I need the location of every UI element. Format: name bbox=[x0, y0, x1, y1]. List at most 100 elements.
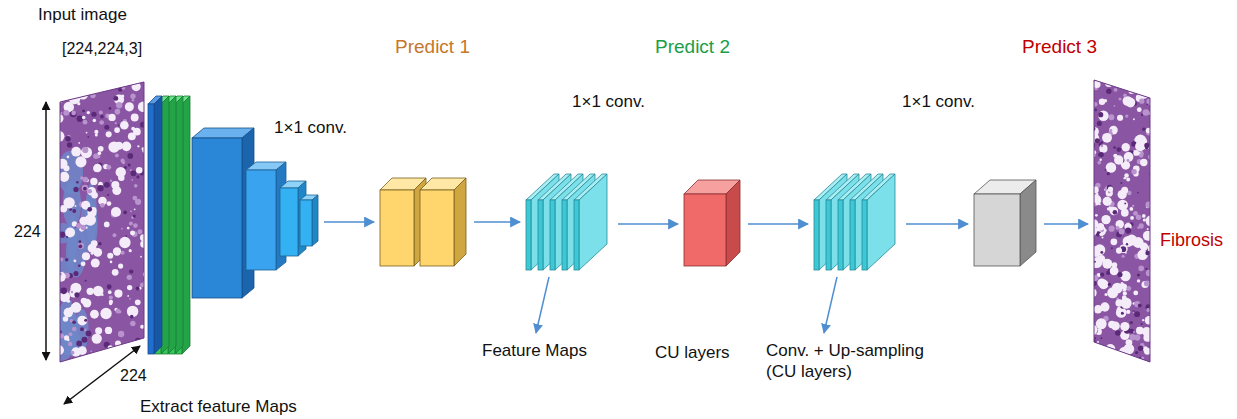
tissue-cell bbox=[112, 269, 119, 276]
tissue-cell bbox=[1119, 229, 1125, 235]
tissue-cell bbox=[1091, 287, 1094, 290]
tissue-cell bbox=[54, 345, 64, 355]
predict-label: Predict 2 bbox=[655, 36, 730, 57]
tissue-cell bbox=[109, 107, 112, 110]
tissue-cell bbox=[120, 121, 129, 130]
tissue-cell bbox=[1133, 150, 1139, 156]
tissue-cell bbox=[136, 355, 142, 361]
tissue-cell bbox=[111, 207, 121, 217]
tissue-cell bbox=[1114, 81, 1118, 85]
tissue-cell bbox=[102, 359, 110, 367]
tissue-cell bbox=[1091, 257, 1102, 268]
block-front bbox=[862, 200, 867, 270]
block-front bbox=[280, 188, 298, 256]
tissue-cell bbox=[130, 231, 135, 236]
tissue-cell bbox=[1133, 118, 1135, 120]
tissue-cell bbox=[56, 272, 66, 282]
tissue-cell bbox=[1124, 177, 1126, 179]
tissue-cell bbox=[53, 131, 64, 142]
layer-plate bbox=[169, 96, 183, 354]
tissue-cell bbox=[1104, 77, 1110, 83]
block-side bbox=[1020, 180, 1036, 266]
tissue-cell bbox=[1117, 272, 1122, 277]
tissue-cell bbox=[1092, 250, 1099, 257]
tissue-cell bbox=[1087, 324, 1098, 335]
tissue-cell bbox=[121, 228, 123, 230]
tissue-cell bbox=[90, 178, 97, 185]
tissue-cell bbox=[91, 258, 100, 267]
tissue-cell bbox=[1100, 302, 1109, 311]
tissue-cell bbox=[118, 345, 123, 350]
tissue-cell bbox=[56, 80, 61, 85]
tissue-cell bbox=[128, 163, 131, 166]
tissue-cell bbox=[1145, 283, 1148, 286]
feature-map bbox=[574, 174, 607, 270]
tissue-cell bbox=[1104, 99, 1107, 102]
dimension-arrow bbox=[45, 102, 47, 360]
tissue-cell bbox=[78, 240, 81, 243]
block-side bbox=[867, 174, 895, 270]
tissue-cell bbox=[136, 167, 143, 174]
tissue-cell bbox=[93, 154, 98, 159]
block-front bbox=[562, 200, 567, 270]
conv-block bbox=[300, 195, 318, 246]
tissue-cell bbox=[1101, 236, 1103, 238]
tissue-cell bbox=[130, 321, 135, 326]
tissue-cell bbox=[133, 215, 136, 218]
image-outline bbox=[60, 82, 144, 362]
tissue-cell bbox=[1141, 114, 1143, 116]
tissue-cell bbox=[67, 142, 72, 147]
tissue-cell bbox=[144, 350, 147, 353]
tissue-cell bbox=[1113, 210, 1118, 215]
feature-maps-shape bbox=[812, 170, 902, 275]
tissue-cell bbox=[1097, 223, 1104, 230]
tissue-cell bbox=[67, 156, 70, 159]
tissue-cell bbox=[108, 141, 119, 152]
tissue-cell bbox=[1144, 143, 1149, 148]
tissue-cell bbox=[91, 192, 98, 199]
tissue-cell bbox=[81, 225, 87, 231]
tissue-cell bbox=[63, 110, 69, 116]
tissue-cell bbox=[1133, 310, 1135, 312]
conv-block bbox=[420, 178, 466, 266]
tissue-cell bbox=[1145, 268, 1147, 270]
tissue-cell bbox=[1136, 327, 1144, 335]
tissue-cell bbox=[81, 147, 92, 158]
tissue-cell bbox=[1140, 225, 1144, 229]
tissue-cell bbox=[1133, 237, 1144, 248]
tissue-cell bbox=[82, 185, 89, 192]
tissue-cell bbox=[1103, 197, 1112, 206]
tissue-cell bbox=[1126, 286, 1131, 291]
tissue-cell bbox=[113, 247, 121, 255]
edge-label: 1×1 conv. bbox=[272, 118, 349, 138]
tissue-cell bbox=[1123, 94, 1127, 98]
tissue-cell bbox=[115, 122, 117, 124]
tissue-cell bbox=[132, 196, 137, 201]
tissue-cell bbox=[1098, 112, 1103, 117]
output-image-shape bbox=[1092, 80, 1152, 365]
tissue-cell bbox=[80, 327, 84, 331]
tissue-cell bbox=[83, 299, 92, 308]
output-label: Fibrosis bbox=[1160, 230, 1223, 251]
feature-maps: Feature Maps bbox=[524, 170, 614, 275]
tissue-cell bbox=[74, 292, 79, 297]
tissue-cell bbox=[104, 125, 109, 130]
tissue-cell bbox=[1113, 146, 1116, 149]
tissue-cell bbox=[1116, 248, 1122, 254]
tissue-cell bbox=[1120, 182, 1122, 184]
tissue-cell bbox=[1123, 291, 1127, 295]
flow-arrow bbox=[748, 223, 808, 225]
tissue-cell bbox=[1107, 172, 1110, 175]
conv-block-shape bbox=[972, 178, 1040, 270]
tissue-cell bbox=[118, 310, 122, 314]
tissue-cell bbox=[82, 147, 88, 153]
block-front bbox=[526, 200, 531, 270]
tissue-cell bbox=[118, 361, 122, 365]
tissue-cell bbox=[127, 153, 133, 159]
tissue-cell bbox=[69, 332, 73, 336]
tissue-cell bbox=[107, 194, 109, 196]
tissue-cell bbox=[77, 316, 87, 326]
tissue-cell bbox=[1132, 205, 1134, 207]
tissue-cell bbox=[70, 283, 81, 294]
